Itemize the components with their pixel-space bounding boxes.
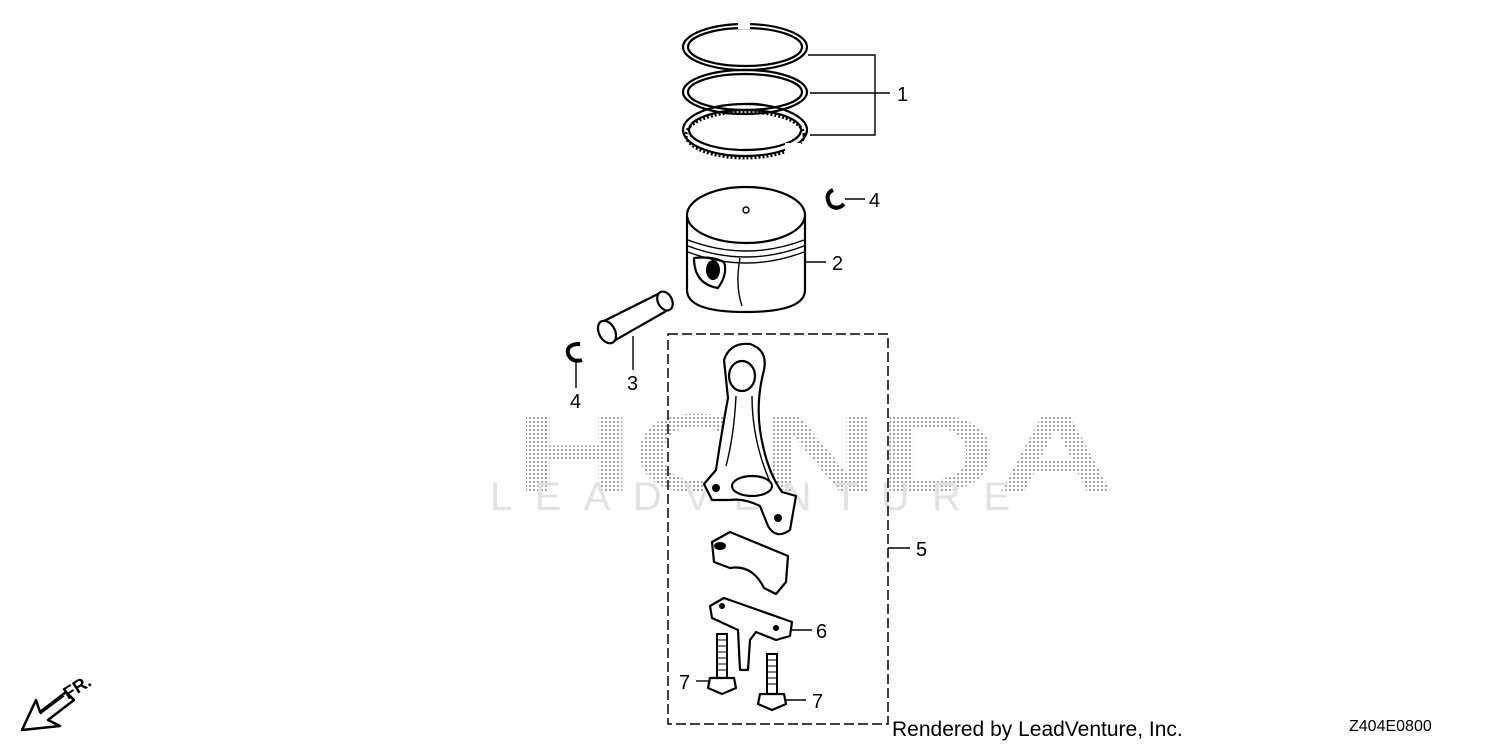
callout-7b: 7	[812, 691, 823, 713]
connecting-rod-bolt-left	[706, 633, 738, 696]
watermark: HONDA LEADVENTURE	[490, 391, 1115, 519]
watermark-brand: HONDA	[515, 391, 1115, 516]
piston-pin	[596, 290, 674, 345]
piston-ring-set	[681, 20, 809, 160]
piston-pin-clip-left	[565, 342, 583, 363]
leader-1	[808, 54, 876, 136]
front-direction-arrow-icon	[20, 690, 76, 732]
callout-2: 2	[832, 253, 843, 275]
callout-3: 3	[627, 373, 638, 395]
callout-4b: 4	[869, 190, 880, 212]
rendered-by-credit: Rendered by LeadVenture, Inc.	[892, 718, 1183, 741]
piston-pin-clip-right	[825, 188, 846, 210]
drawing-code: Z404E0800	[1349, 718, 1432, 735]
callout-4a: 4	[570, 391, 581, 413]
oil-dipper-plate	[708, 596, 794, 672]
connecting-rod-bolt-right	[756, 653, 788, 712]
callout-5: 5	[916, 539, 927, 561]
connecting-rod-assembly-box	[667, 333, 889, 725]
callout-7a: 7	[679, 672, 690, 694]
piston	[685, 185, 807, 314]
connecting-rod	[702, 342, 798, 536]
callout-6: 6	[816, 621, 827, 643]
callout-1: 1	[897, 84, 908, 106]
connecting-rod-cap	[710, 530, 790, 596]
